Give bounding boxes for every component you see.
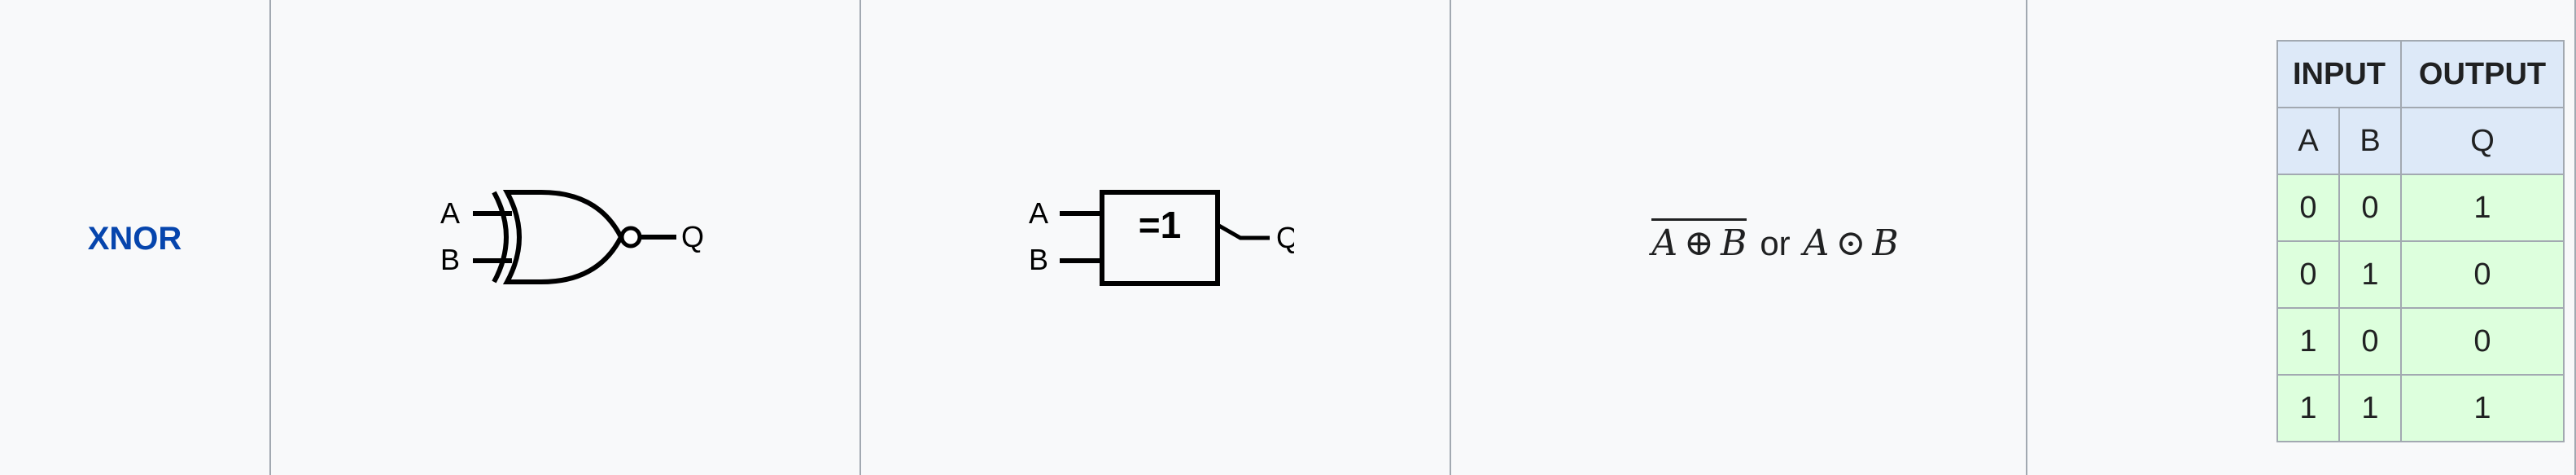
symbol-input-b-label: B bbox=[440, 243, 460, 276]
cell-a: 0 bbox=[2276, 174, 2340, 242]
truth-table: INPUT OUTPUT A B Q 0 0 1 0 1 0 1 0 0 1 1… bbox=[2276, 40, 2565, 442]
output-group-header: OUTPUT bbox=[2400, 40, 2565, 108]
cell-b: 0 bbox=[2338, 174, 2402, 242]
inversion-bubble bbox=[619, 226, 641, 248]
rect-input-b-label: B bbox=[1029, 243, 1048, 276]
symbol-output-label: Q bbox=[681, 220, 704, 253]
gate-box-label: =1 bbox=[1138, 204, 1180, 246]
cell-b: 1 bbox=[2338, 374, 2402, 442]
expr-a2: A bbox=[1803, 222, 1830, 264]
gate-name-cell: XNOR bbox=[0, 0, 271, 475]
or-body-shape bbox=[502, 189, 623, 284]
cell-a: 1 bbox=[2276, 307, 2340, 376]
rectangular-symbol-cell: A B =1 Q bbox=[861, 0, 1451, 475]
xnor-term: A⊙B bbox=[1804, 222, 1899, 264]
table-row: 0 1 0 bbox=[2276, 240, 2565, 309]
or-connector: or bbox=[1760, 223, 1791, 262]
boolean-expression: A⊕B or A⊙B bbox=[1651, 218, 1899, 264]
cell-a: 0 bbox=[2276, 240, 2340, 309]
truth-table-cell bbox=[2027, 0, 2576, 475]
cell-q: 1 bbox=[2400, 174, 2565, 242]
expression-cell: A⊕B or A⊙B bbox=[1451, 0, 2027, 475]
distinctive-symbol-cell: A B Q bbox=[271, 0, 861, 475]
table-row: 0 0 1 bbox=[2276, 174, 2565, 242]
expr-b2: B bbox=[1872, 222, 1899, 264]
rect-input-a-label: A bbox=[1029, 196, 1048, 230]
cell-b: 0 bbox=[2338, 307, 2402, 376]
expr-a: A bbox=[1651, 222, 1678, 264]
table-row: 1 1 1 bbox=[2276, 374, 2565, 442]
xnor-distinctive-shape-symbol: A B Q bbox=[440, 189, 704, 284]
cell-q: 0 bbox=[2400, 240, 2565, 309]
xor-operator: ⊕ bbox=[1684, 222, 1714, 264]
symbol-input-a-label: A bbox=[440, 196, 460, 230]
column-a-header: A bbox=[2276, 107, 2340, 175]
xnor-rectangular-symbol: A B =1 Q bbox=[1029, 189, 1294, 286]
cell-q: 0 bbox=[2400, 307, 2565, 376]
expr-b: B bbox=[1720, 222, 1747, 264]
gate-box bbox=[1099, 189, 1220, 286]
column-b-header: B bbox=[2338, 107, 2402, 175]
cell-b: 1 bbox=[2338, 240, 2402, 309]
xnor-operator: ⊙ bbox=[1835, 222, 1866, 264]
negated-xor-term: A⊕B bbox=[1651, 218, 1747, 264]
rect-output-label: Q bbox=[1276, 221, 1294, 254]
input-group-header: INPUT bbox=[2276, 40, 2402, 108]
table-row: 1 0 0 bbox=[2276, 307, 2565, 376]
rect-output-wire bbox=[1216, 222, 1270, 240]
gate-name-link[interactable]: XNOR bbox=[87, 221, 182, 257]
column-q-header: Q bbox=[2400, 107, 2565, 175]
cell-a: 1 bbox=[2276, 374, 2340, 442]
cell-q: 1 bbox=[2400, 374, 2565, 442]
xor-extra-curve bbox=[491, 191, 509, 283]
